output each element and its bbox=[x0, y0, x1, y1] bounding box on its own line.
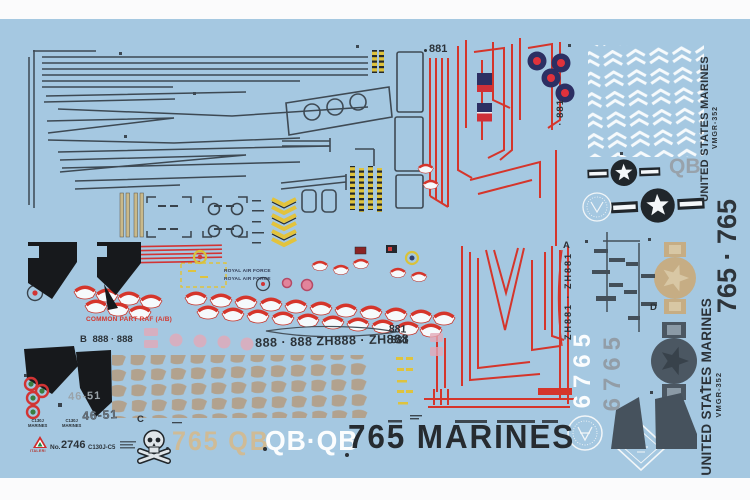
us-insignia-icon bbox=[610, 186, 705, 225]
ellipse-stencil bbox=[265, 325, 397, 338]
serial-881-vertical: · 881 bbox=[555, 99, 566, 126]
c130j-marines-label-2: C130J MARINES bbox=[62, 418, 82, 429]
italian-roundel-icons bbox=[23, 374, 62, 420]
tail-code-qb: QB bbox=[669, 155, 701, 178]
royal-air-force-title-1: ROYAL AIR FORCE bbox=[224, 269, 271, 274]
title-765-marines: 765 MARINES bbox=[348, 419, 576, 456]
lowviz-insignia-tan-icon bbox=[654, 242, 696, 314]
modex-6765-white: 6765 bbox=[569, 327, 596, 409]
yellow-black-bars bbox=[350, 50, 384, 212]
yellow-chevron-stack bbox=[271, 197, 297, 248]
united-states-marines-top: UNITED STATES MARINES bbox=[699, 56, 711, 202]
b-serials-line: B 888 · 888 bbox=[80, 335, 133, 345]
red-guide-line bbox=[557, 249, 563, 347]
red-stripes bbox=[127, 244, 223, 264]
c130j-marines-label-1: C130J MARINES bbox=[28, 418, 48, 429]
c130j-text: C130J bbox=[65, 418, 78, 423]
qb-qb-white: QB·QB bbox=[265, 425, 359, 456]
panel-outlines-center bbox=[280, 51, 424, 213]
pink-faded-decals bbox=[144, 328, 443, 356]
kit-code: C130J-C5 bbox=[88, 445, 116, 451]
lowviz-insignia-gray-icon bbox=[651, 322, 697, 400]
squadron-badge-icons bbox=[567, 192, 668, 472]
flag-icons bbox=[477, 73, 492, 122]
italeri-logo-text: ITALERI bbox=[30, 449, 46, 453]
dot-separator bbox=[424, 49, 427, 52]
vmgr-352-top: VMGR-352 bbox=[712, 106, 719, 150]
royal-air-force-title-2: ROYAL AIR FORCE bbox=[224, 277, 271, 282]
italeri-logo-icon bbox=[33, 436, 47, 448]
code-46-51-light: 46-51 bbox=[67, 389, 102, 403]
code-46-51-dark: 46-51 bbox=[81, 407, 119, 423]
skull-crossbones-icon bbox=[137, 429, 171, 464]
kit-no-label: No. bbox=[50, 444, 61, 451]
serial-881-top: 881 bbox=[429, 43, 448, 55]
marines-text: MARINES bbox=[62, 422, 82, 428]
fin-code-765-qb: 765 QB bbox=[172, 426, 270, 456]
kit-number: 2746 bbox=[61, 439, 86, 451]
stencil-cluster bbox=[119, 192, 297, 248]
marines-text: MARINES bbox=[28, 422, 48, 428]
small-roundels bbox=[26, 245, 420, 302]
walkway-lines-left bbox=[28, 45, 369, 208]
section-label-b: B bbox=[80, 334, 87, 345]
refuel-stencil-lines bbox=[592, 232, 657, 332]
antiglare-panels-upper bbox=[28, 242, 141, 310]
red-walkway-maze bbox=[424, 38, 574, 408]
raf-roundel-icons bbox=[527, 51, 575, 103]
united-states-marines-bottom: UNITED STATES MARINES bbox=[699, 298, 714, 476]
modex-6765-gray: 6765 bbox=[599, 330, 626, 412]
dot-separator bbox=[345, 453, 349, 457]
dot-separator bbox=[263, 447, 267, 451]
dot-separator bbox=[166, 447, 169, 450]
section-label-d: D bbox=[650, 302, 657, 313]
section-label-c: C bbox=[137, 414, 144, 425]
serials-888: 888 · 888 bbox=[92, 334, 133, 345]
vmgr-352-bottom: VMGR-352 bbox=[714, 372, 723, 418]
modex-765-pair-vertical: 765 · 765 bbox=[712, 199, 742, 314]
tan-chevron-field bbox=[112, 355, 369, 418]
us-insignia-icon bbox=[587, 158, 661, 187]
white-chevron-field bbox=[588, 45, 704, 157]
section-label-a: A bbox=[563, 240, 570, 251]
common-part-raf-label: COMMON PART RAF (A/B) bbox=[86, 316, 173, 323]
fin-trapezoids bbox=[611, 389, 703, 449]
c130j-text: C130J bbox=[31, 418, 44, 423]
micro-stencil-bars bbox=[120, 44, 651, 449]
